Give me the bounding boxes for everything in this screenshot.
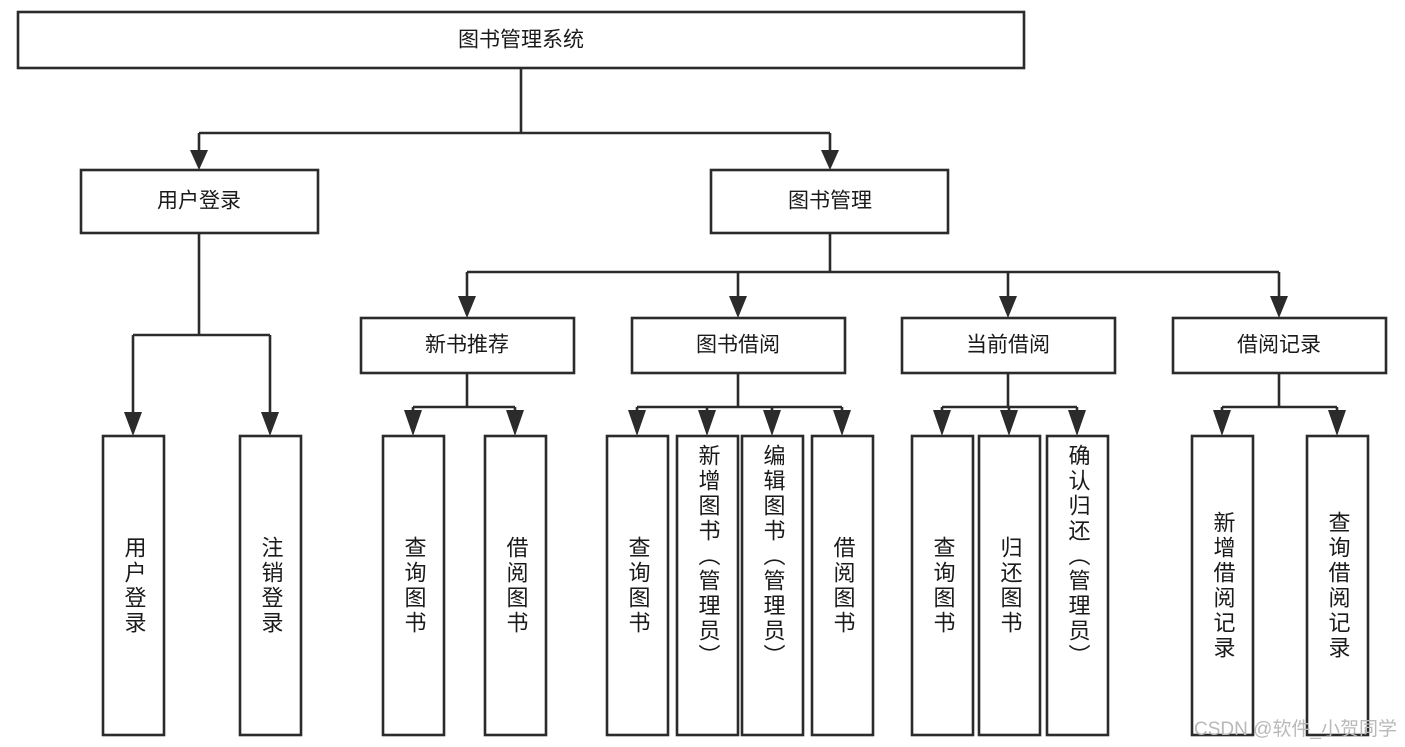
node-borrow-record-box[interactable] — [1171, 316, 1388, 375]
leaf-query-record-box[interactable] — [1305, 434, 1370, 737]
connectors-borrow-record-to-leaves — [1213, 373, 1346, 436]
arrowhead-leaf-borrow-book-bor — [833, 410, 851, 436]
arrowhead-user-login — [190, 150, 208, 170]
csdn-watermark: CSDN @软件_小贺同学 — [1194, 719, 1397, 740]
leaf-borrow-book-rec-box[interactable] — [483, 434, 548, 737]
leaf-query-book-cur-box[interactable] — [910, 434, 975, 737]
node-current-borrow-label: 当前借阅 — [966, 334, 1050, 357]
node-book-borrow-box[interactable] — [630, 316, 847, 375]
arrowhead-book-manage — [821, 150, 839, 170]
arrowhead-current-borrow — [999, 296, 1017, 318]
node-root[interactable]: 图书管理系统 — [16, 10, 1026, 70]
arrowhead-leaf-query-book-bor — [628, 410, 646, 436]
arrowhead-leaf-user-logout — [261, 412, 279, 436]
arrowhead-borrow-record — [1270, 296, 1288, 318]
node-book-borrow[interactable]: 图书借阅 — [630, 316, 847, 375]
arrowhead-leaf-add-book — [698, 410, 716, 436]
arrowhead-leaf-query-book-cur — [933, 410, 951, 436]
leaf-user-logout-box[interactable] — [238, 434, 303, 737]
leaf-boxes — [101, 434, 1370, 737]
connectors-root-to-level2 — [190, 68, 839, 170]
node-borrow-record[interactable]: 借阅记录 — [1171, 316, 1388, 375]
leaf-borrow-book-bor-box[interactable] — [810, 434, 875, 737]
node-user-login-box[interactable] — [79, 168, 320, 235]
node-new-book-recommend-label: 新书推荐 — [425, 334, 509, 357]
node-book-manage-label: 图书管理 — [788, 190, 872, 213]
arrowhead-leaf-edit-book — [763, 410, 781, 436]
arrowhead-leaf-confirm-return — [1068, 410, 1086, 436]
connectors-book-borrow-to-leaves — [628, 373, 851, 436]
node-book-borrow-label: 图书借阅 — [696, 334, 780, 357]
connectors-new-book-recommend-to-leaves — [404, 373, 524, 436]
leaf-query-book-rec-box[interactable] — [381, 434, 446, 737]
node-book-manage[interactable]: 图书管理 — [709, 168, 950, 235]
node-book-manage-box[interactable] — [709, 168, 950, 235]
node-new-book-recommend[interactable]: 新书推荐 — [359, 316, 576, 375]
leaf-return-book-box[interactable] — [977, 434, 1042, 737]
connectors-book-manage-to-level3 — [458, 233, 1288, 318]
leaf-add-record-box[interactable] — [1190, 434, 1255, 737]
arrowhead-leaf-query-book-rec — [404, 410, 422, 436]
node-root-label: 图书管理系统 — [458, 29, 584, 52]
connectors-current-borrow-to-leaves — [933, 373, 1086, 436]
leaf-confirm-return-box[interactable] — [1045, 434, 1110, 737]
node-current-borrow-box[interactable] — [900, 316, 1117, 375]
leaf-query-book-bor-box[interactable] — [605, 434, 670, 737]
node-user-login-label: 用户登录 — [157, 190, 241, 213]
node-new-book-recommend-box[interactable] — [359, 316, 576, 375]
node-borrow-record-label: 借阅记录 — [1237, 334, 1321, 357]
node-root-box[interactable] — [16, 10, 1026, 70]
arrowhead-leaf-user-login — [124, 412, 142, 436]
arrowhead-leaf-add-record — [1213, 410, 1231, 436]
node-current-borrow[interactable]: 当前借阅 — [900, 316, 1117, 375]
leaf-add-book-box[interactable] — [675, 434, 740, 737]
leaf-user-login-box[interactable] — [101, 434, 166, 737]
arrowhead-leaf-return-book — [1000, 410, 1018, 436]
connectors-user-login-to-leaves — [124, 233, 279, 436]
arrowhead-leaf-query-record — [1328, 410, 1346, 436]
arrowhead-new-book-recommend — [458, 296, 476, 318]
node-user-login[interactable]: 用户登录 — [79, 168, 320, 235]
arrowhead-leaf-borrow-book-rec — [506, 410, 524, 436]
leaf-edit-book-box[interactable] — [740, 434, 805, 737]
arrowhead-book-borrow — [729, 296, 747, 318]
